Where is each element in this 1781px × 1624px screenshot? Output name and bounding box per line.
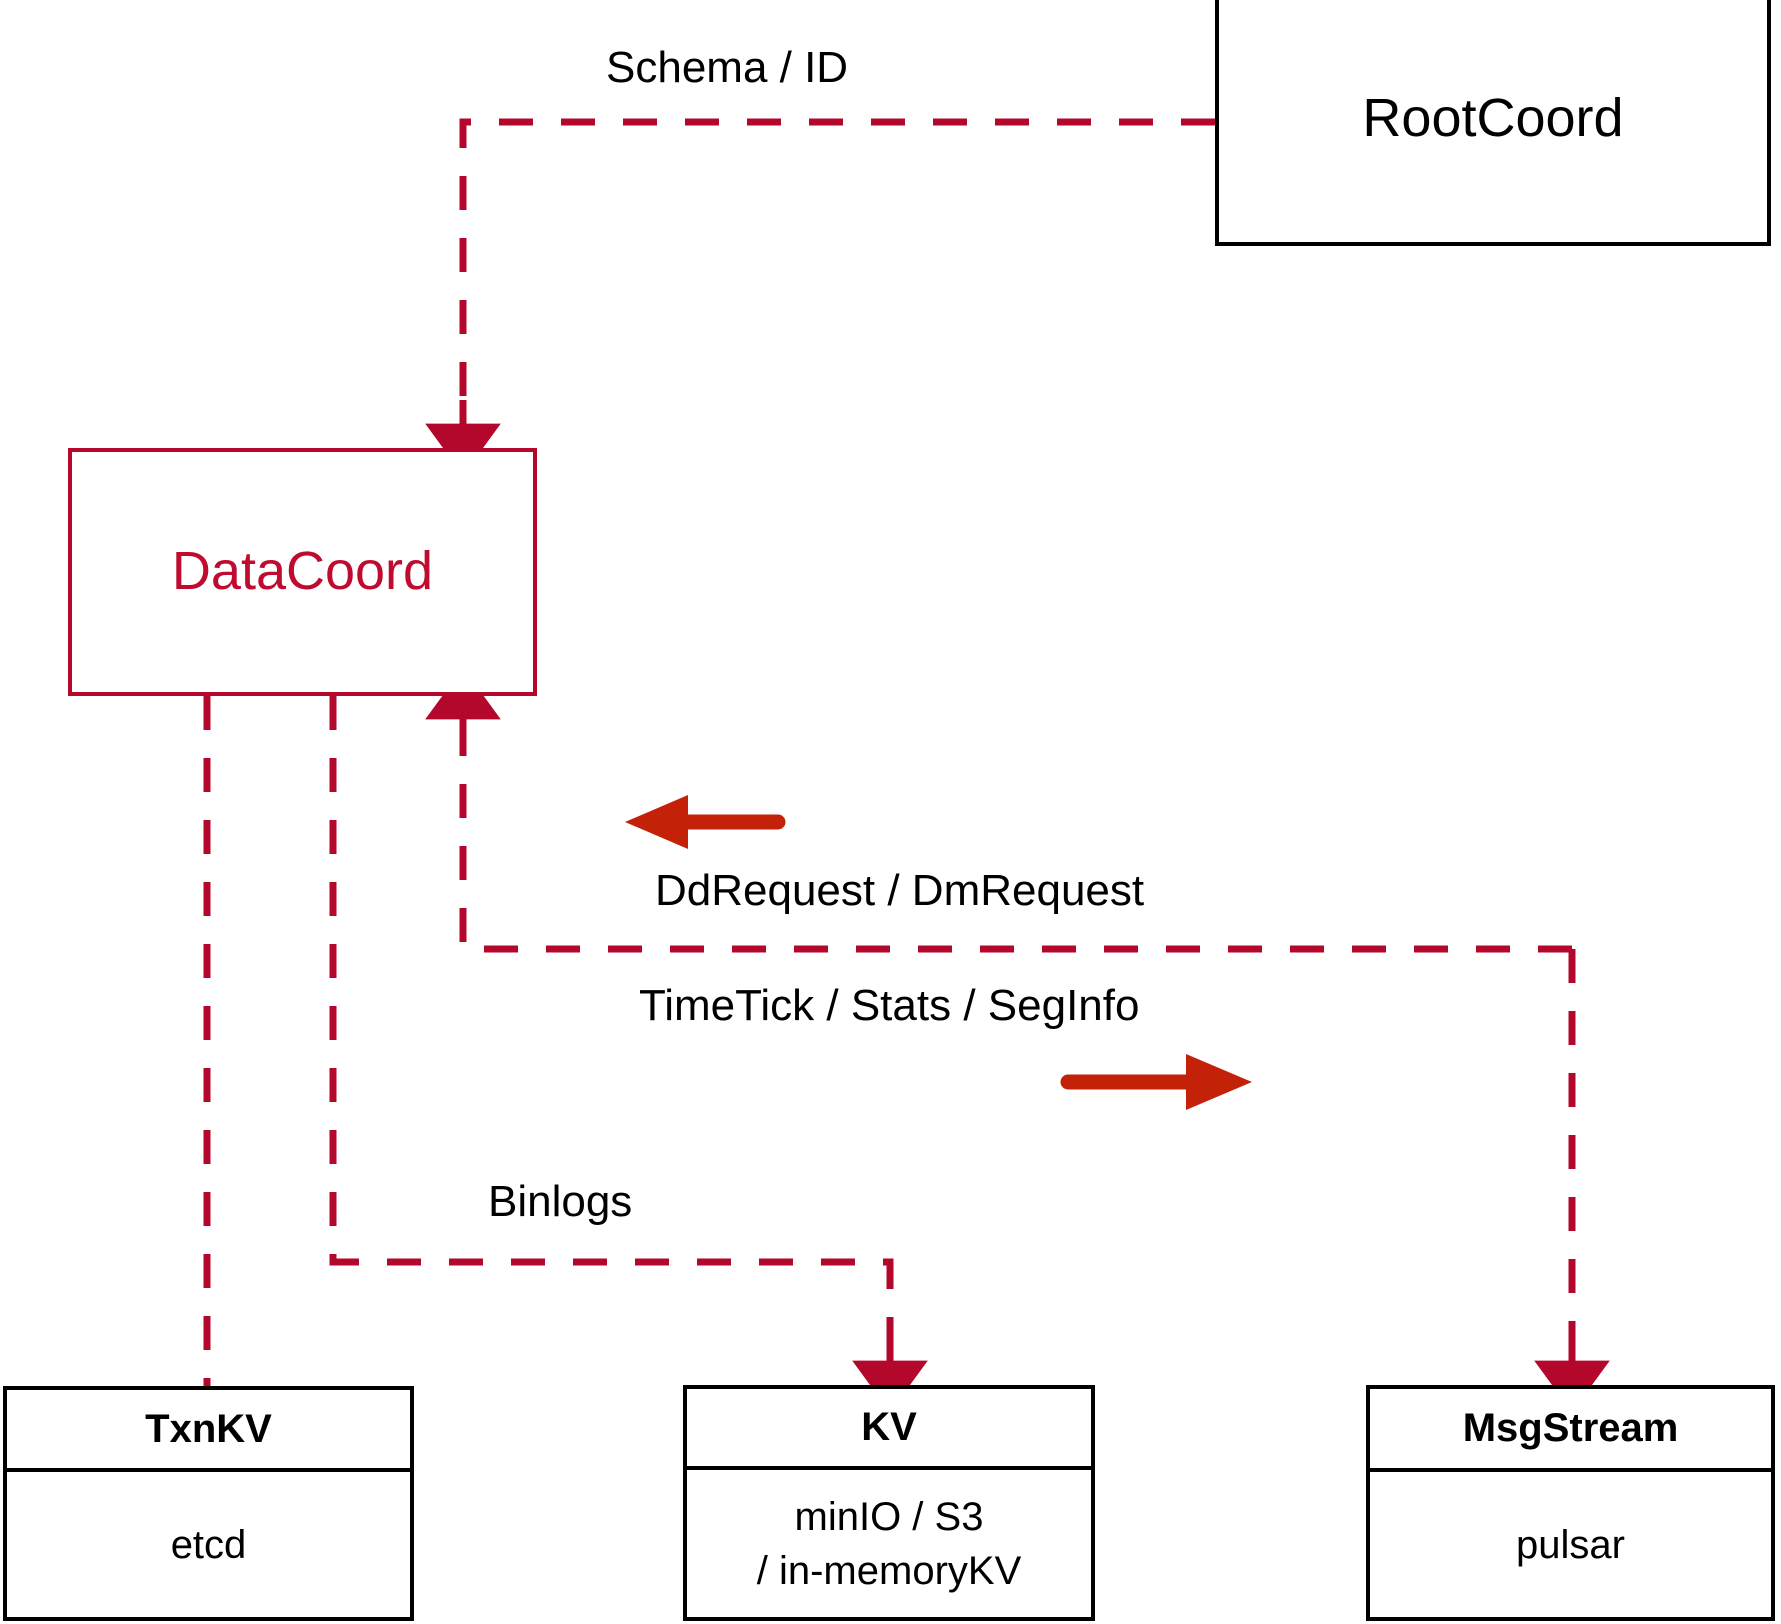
right-arrow-icon bbox=[1060, 1054, 1252, 1110]
node-msgstream-line-1: pulsar bbox=[1516, 1522, 1625, 1567]
node-msgstream-title: MsgStream bbox=[1370, 1389, 1771, 1472]
node-rootcoord[interactable]: RootCoord bbox=[1215, 0, 1771, 246]
node-txnkv-body: etcd bbox=[7, 1472, 410, 1617]
node-txnkv-line-1: etcd bbox=[170, 1522, 247, 1567]
edge-label-timetick-stats-seginfo: TimeTick / Stats / SegInfo bbox=[639, 981, 1140, 1030]
node-txnkv[interactable]: TxnKV etcd bbox=[3, 1386, 414, 1621]
node-msgstream[interactable]: MsgStream pulsar bbox=[1366, 1385, 1775, 1621]
node-kv-line-2: / in-memoryKV bbox=[756, 1548, 1022, 1593]
edge-label-dd-dm-request: DdRequest / DmRequest bbox=[655, 866, 1145, 915]
node-kv[interactable]: KV minIO / S3 / in-memoryKV bbox=[683, 1385, 1095, 1621]
node-msgstream-body: pulsar bbox=[1370, 1472, 1771, 1617]
node-datacoord-label: DataCoord bbox=[171, 541, 434, 602]
left-arrow-icon bbox=[625, 795, 786, 849]
node-kv-line-1: minIO / S3 bbox=[794, 1494, 984, 1539]
node-kv-body: minIO / S3 / in-memoryKV bbox=[687, 1470, 1091, 1617]
edge-label-binlogs: Binlogs bbox=[488, 1177, 633, 1226]
node-txnkv-title: TxnKV bbox=[7, 1390, 410, 1472]
node-kv-title: KV bbox=[687, 1389, 1091, 1470]
node-datacoord[interactable]: DataCoord bbox=[68, 448, 537, 696]
edge-rootcoord-to-datacoord bbox=[425, 118, 1215, 476]
edge-datacoord-to-kv bbox=[329, 696, 928, 1413]
edge-label-schema-id: Schema / ID bbox=[606, 43, 849, 92]
node-rootcoord-label: RootCoord bbox=[1362, 88, 1624, 149]
